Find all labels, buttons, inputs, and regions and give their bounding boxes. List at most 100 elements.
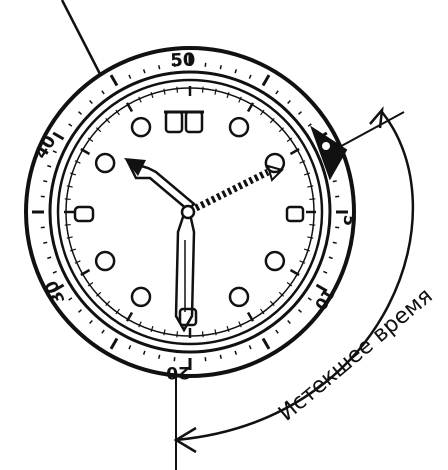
dial-tick: [289, 268, 300, 277]
bezel-tick: [128, 74, 132, 79]
hour-marker-dot: [130, 116, 152, 138]
dial-tick: [115, 109, 120, 116]
bezel-tick: [68, 297, 73, 301]
dial-tick: [115, 308, 120, 315]
bezel-tick: [52, 131, 65, 141]
dial-tick: [309, 198, 316, 201]
dial-tick: [246, 311, 255, 322]
hour-marker-dot: [130, 286, 152, 308]
hour-marker-dot: [228, 286, 250, 308]
bezel-tick: [43, 180, 48, 183]
bezel-callout-line: [60, 0, 102, 75]
hour-hand: [124, 158, 196, 212]
dial-tick: [69, 172, 77, 176]
dial-tick: [289, 147, 300, 156]
bezel-tick: [287, 100, 291, 105]
dial-tick: [260, 109, 265, 116]
dial-tick: [69, 248, 77, 252]
bezel-numeral-50: 50: [170, 50, 196, 72]
hour-marker-3: [285, 205, 305, 223]
bezel-start-marker: [310, 125, 348, 181]
bezel-tick: [68, 123, 73, 127]
hour-marker-dot: [264, 250, 286, 272]
bezel-tick: [328, 256, 333, 260]
bezel-tick: [248, 74, 252, 79]
hour-marker-9: [73, 205, 95, 223]
dial-tick: [138, 96, 142, 103]
dial-tick: [309, 223, 316, 226]
dial-tick: [269, 300, 275, 307]
bezel-tick: [261, 337, 271, 350]
dial-tick: [286, 282, 293, 287]
dial-tick: [105, 117, 111, 124]
hour-marker-12: [164, 110, 204, 134]
bezel-tick: [142, 69, 146, 74]
dial-tick: [176, 86, 179, 93]
bezel-tick: [158, 65, 161, 70]
bezel-tick: [43, 241, 48, 244]
dial-tick: [125, 311, 134, 322]
bezel-tick: [142, 350, 146, 355]
bezel-tick: [248, 345, 252, 350]
bezel-tick: [78, 309, 83, 313]
dial-tick: [286, 137, 293, 142]
bezel-tick: [109, 74, 119, 87]
dial-tick: [163, 329, 166, 336]
bezel-tick: [332, 180, 337, 183]
bezel-numeral-5: 5: [340, 214, 360, 227]
dial-tick: [150, 91, 154, 99]
bezel-tick: [297, 111, 302, 115]
dial-tick: [64, 223, 71, 226]
bezel-tick: [315, 283, 328, 293]
bezel-tick: [307, 297, 312, 301]
dial-tick: [303, 172, 311, 176]
hour-marker-dot: [94, 250, 116, 272]
bezel-tick: [52, 283, 65, 293]
bezel-tick: [287, 319, 291, 324]
dial-tick: [278, 291, 285, 297]
hour-markers: [94, 116, 286, 308]
bezel-tick: [234, 69, 238, 74]
dial-tick: [299, 260, 306, 264]
bezel-tick: [219, 354, 222, 359]
dial-tick: [214, 88, 217, 95]
dial-tick: [74, 160, 81, 164]
bezel-outer-ring: [24, 46, 356, 378]
elapsed-time-indicator: [173, 106, 415, 470]
bezel-tick: [52, 150, 57, 154]
bezel-tick: [109, 337, 119, 350]
dial-tick: [303, 248, 311, 252]
watch-hands: [124, 158, 284, 333]
bezel-tick: [275, 329, 279, 334]
second-hand: [194, 164, 284, 212]
dial-tick: [125, 102, 134, 113]
bezel-tick: [307, 123, 312, 127]
bezel-tick: [89, 319, 93, 324]
elapsed-time-arc: [175, 111, 415, 442]
dial-tick: [176, 331, 179, 338]
dial-tick: [246, 102, 255, 113]
bezel-tick: [261, 74, 271, 87]
bezel-tick: [275, 90, 279, 95]
hour-marker-dot: [228, 116, 250, 138]
center-pivot: [180, 204, 196, 220]
arrow-head-top: [369, 106, 384, 129]
dial-tick: [105, 300, 111, 307]
elapsed-time-start-leader: [333, 111, 405, 151]
bezel-numeral-30: 30: [41, 277, 69, 307]
dial-tick: [87, 137, 94, 142]
bezel-tick: [219, 65, 222, 70]
dial-tick: [95, 291, 102, 297]
elapsed-time-caption: Истекшее время: [274, 284, 438, 427]
bezel-tick: [47, 164, 52, 168]
dial-tick: [214, 329, 217, 336]
dial-tick: [299, 160, 306, 164]
bezel-tick: [332, 241, 337, 244]
dial-tick: [201, 86, 204, 93]
dial-tick: [80, 268, 91, 277]
dial-tick: [260, 308, 265, 315]
bezel-start-dot: [322, 142, 330, 150]
bezel-tick: [52, 270, 57, 274]
dial-tick: [307, 236, 314, 239]
bezel-tick: [47, 256, 52, 260]
